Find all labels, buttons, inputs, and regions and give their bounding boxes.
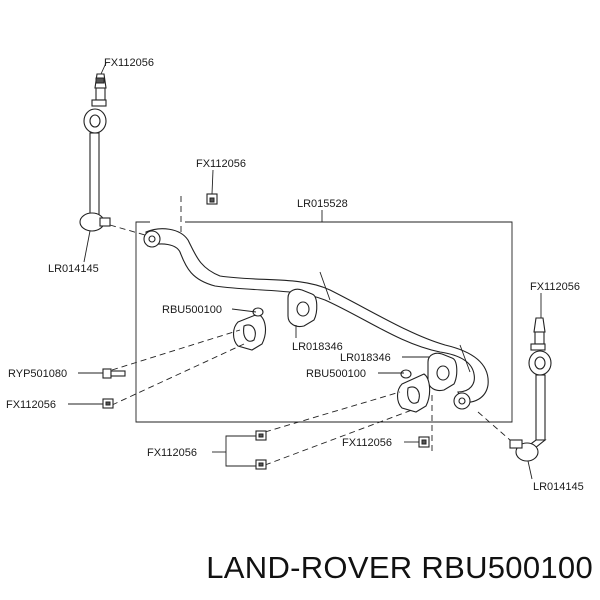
label-bracket-right: RBU500100 [306,368,366,380]
top-fastener [180,193,218,235]
page-title: LAND-ROVER RBU500100 [206,550,593,585]
label-fx-link-right: FX112056 [530,281,580,293]
right-drop-link [477,317,552,462]
label-link-left: LR014145 [48,263,99,275]
label-bolt: RYP501080 [8,368,67,380]
left-drop-link [79,73,146,236]
label-fx-bracket-top: FX112056 [196,158,246,170]
label-fx-nut-right: FX112056 [342,437,392,449]
stabilizer-bar [143,228,489,410]
nuts [102,398,430,470]
left-bush [287,288,318,338]
assembly-frame [135,210,513,423]
label-fx-nut-bottom: FX112056 [147,447,197,459]
left-bracket [111,307,267,406]
label-fx-link-top: FX112056 [104,57,154,69]
callout-labels: FX112056 FX112056 LR015528 LR014145 FX11… [6,57,584,493]
right-bracket [264,369,433,466]
label-bush-left: LR018346 [292,341,343,353]
label-link-right: LR014145 [533,481,584,493]
leader-lines [68,62,542,480]
bolt [102,368,126,379]
label-stab-bar: LR015528 [297,198,348,210]
label-fx-nut-left: FX112056 [6,399,56,411]
label-bush-right: LR018346 [340,352,391,364]
label-bracket-left: RBU500100 [162,304,222,316]
right-bush [427,352,458,392]
